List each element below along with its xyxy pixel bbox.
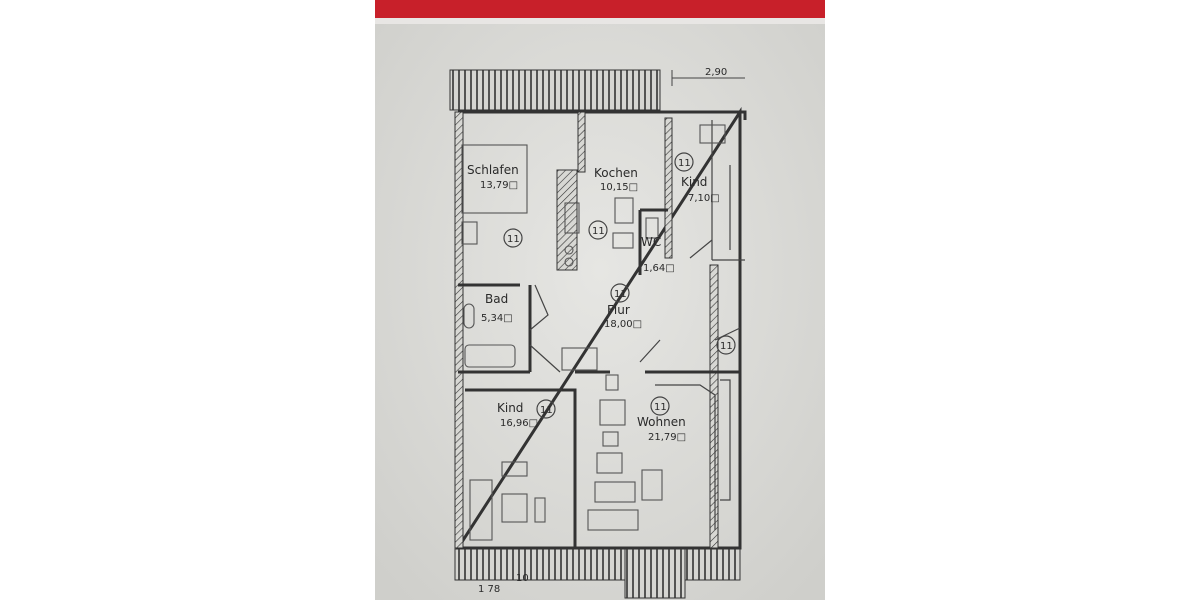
room-kochen: Kochen 10,15□ 11 [588, 166, 638, 240]
floor-plan: 2,90 10 1 78 Schlafen 13,79□ 11 Kochen 1… [375, 0, 825, 600]
svg-text:Kind: Kind [497, 401, 523, 415]
floor-plan-photo: 2,90 10 1 78 Schlafen 13,79□ 11 Kochen 1… [375, 0, 825, 600]
svg-text:11: 11 [507, 234, 520, 245]
svg-text:11: 11 [720, 341, 733, 352]
svg-text:10,15□: 10,15□ [600, 182, 638, 193]
marker-hall-right: 11 [716, 335, 736, 355]
balcony-bottom [454, 547, 741, 581]
svg-text:5,34□: 5,34□ [481, 313, 513, 324]
svg-text:11: 11 [540, 405, 553, 416]
outer-walls [455, 106, 747, 550]
furniture [461, 124, 726, 541]
red-frame-band [375, 0, 825, 22]
svg-text:7,10□: 7,10□ [688, 193, 720, 204]
svg-text:Kochen: Kochen [594, 166, 638, 180]
svg-text:1,64□: 1,64□ [643, 263, 675, 274]
room-kind-large: Kind 16,96□ 11 [497, 399, 556, 429]
svg-text:WC: WC [641, 235, 661, 249]
room-kind-small: Kind 7,10□ 11 [674, 152, 720, 204]
svg-text:13,79□: 13,79□ [480, 180, 518, 191]
room-flur: Flur 18,00□ 11 [604, 283, 642, 330]
svg-text:Flur: Flur [607, 303, 630, 317]
svg-text:21,79□: 21,79□ [648, 432, 686, 443]
svg-text:11: 11 [614, 289, 627, 300]
svg-text:11: 11 [592, 226, 605, 237]
dimension-10: 10 [516, 573, 529, 584]
svg-text:18,00□: 18,00□ [604, 319, 642, 330]
room-bad: Bad 5,34□ [481, 292, 513, 324]
svg-text:Kind: Kind [681, 175, 707, 189]
svg-text:16,96□: 16,96□ [500, 418, 538, 429]
room-wc: WC 1,64□ [641, 235, 675, 274]
room-schlafen: Schlafen 13,79□ 11 [467, 163, 523, 248]
dimension-1-78: 1 78 [478, 584, 500, 595]
svg-text:Bad: Bad [485, 292, 508, 306]
svg-text:Wohnen: Wohnen [637, 415, 686, 429]
room-wohnen: Wohnen 21,79□ 11 [637, 396, 686, 443]
svg-text:Schlafen: Schlafen [467, 163, 519, 177]
dimension-2-90: 2,90 [705, 67, 727, 78]
balcony-top [449, 69, 661, 111]
svg-text:11: 11 [654, 402, 667, 413]
svg-text:11: 11 [678, 158, 691, 169]
